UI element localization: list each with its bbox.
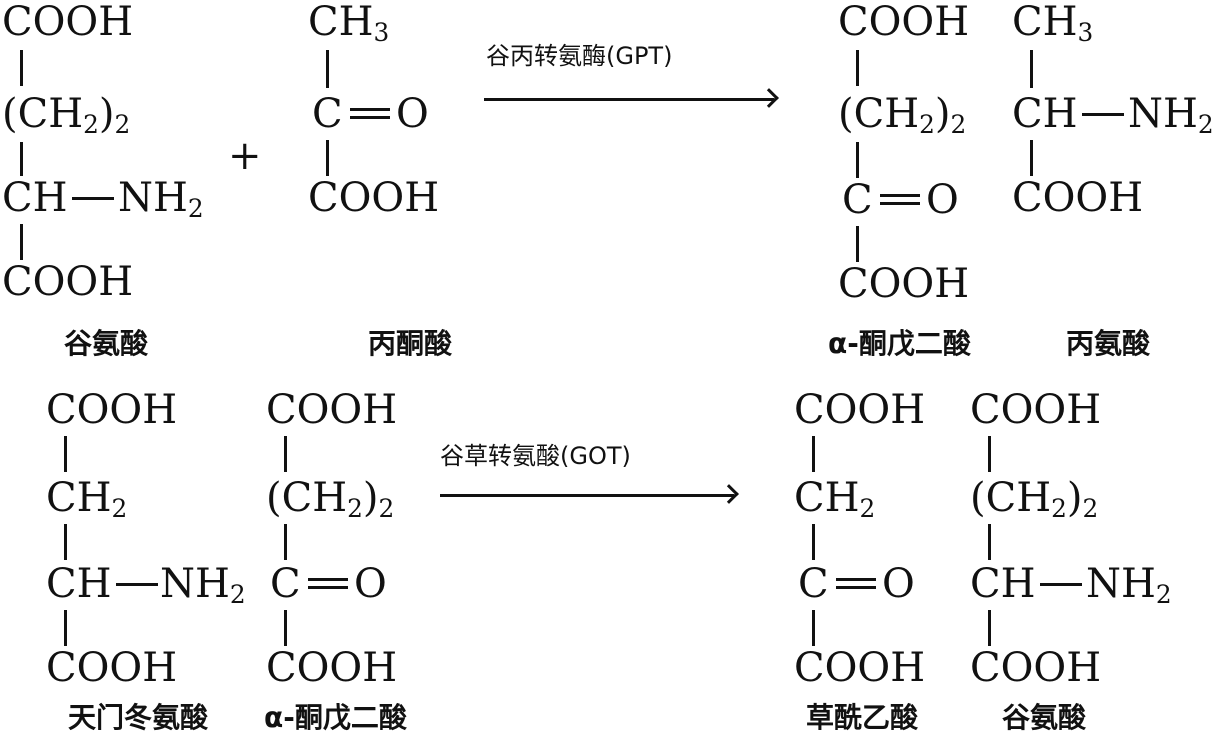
r2a-top-cooh: COOH — [46, 387, 178, 433]
r2d-bond-2 — [988, 524, 991, 560]
r1a-bond-1 — [20, 50, 23, 86]
r2a-bond-1 — [64, 436, 67, 472]
r2a-label: 天门冬氨酸 — [68, 701, 209, 734]
r1b-o: O — [396, 91, 429, 137]
r1a-top-cooh: COOH — [2, 0, 134, 45]
r1a-bond-3 — [20, 224, 23, 260]
r2b-label: α-酮戊二酸 — [264, 701, 407, 734]
r1d-bond-1 — [1030, 50, 1033, 88]
r2b-c: C — [270, 561, 301, 607]
r2a-bond-3 — [64, 610, 67, 646]
r2b-bond-1 — [284, 436, 287, 472]
r2b-bond-3 — [284, 610, 287, 646]
r2-arrow — [440, 494, 734, 497]
r1-arrow — [484, 98, 774, 101]
r1c-ch2-group: (CH2)2 — [838, 91, 967, 140]
r1d-cooh: COOH — [1012, 175, 1144, 221]
r2c-bottom-cooh: COOH — [794, 645, 926, 691]
r2c-double-bond — [836, 578, 876, 589]
r1c-top-cooh: COOH — [838, 0, 970, 45]
r1c-bond-2 — [856, 142, 859, 178]
r2d-top-cooh: COOH — [970, 387, 1102, 433]
r2d-ch: CH — [970, 561, 1036, 607]
r2c-bond-2 — [812, 524, 815, 560]
r2a-bottom-cooh: COOH — [46, 645, 178, 691]
r2d-nh-bond — [1040, 583, 1082, 586]
r1c-label: α-酮戊二酸 — [828, 327, 971, 360]
r2b-double-bond — [308, 578, 348, 589]
r1c-o: O — [926, 177, 959, 223]
r2a-ch2: CH2 — [46, 475, 128, 524]
r2-enzyme-label: 谷草转氨酸(GOT) — [440, 442, 631, 470]
r1a-nh-bond — [72, 197, 114, 200]
r1-enzyme-label: 谷丙转氨酶(GPT) — [486, 42, 673, 70]
r1d-nh-bond — [1082, 113, 1124, 116]
r2c-label: 草酰乙酸 — [806, 701, 919, 734]
r2b-bond-2 — [284, 524, 287, 560]
r1d-bond-2 — [1030, 140, 1033, 176]
r1c-bond-3 — [856, 226, 859, 262]
r1b-cooh: COOH — [308, 175, 440, 221]
r1b-ch3: CH3 — [308, 0, 390, 48]
r2d-bond-1 — [988, 436, 991, 472]
r2b-o: O — [354, 561, 387, 607]
r2c-top-cooh: COOH — [794, 387, 926, 433]
r1b-label: 丙酮酸 — [368, 327, 453, 360]
r2d-bond-3 — [988, 610, 991, 646]
r2c-o: O — [882, 561, 915, 607]
r2d-ch2-group: (CH2)2 — [970, 475, 1099, 524]
r1a-bond-2 — [20, 142, 23, 176]
r1d-nh2: NH2 — [1128, 91, 1214, 140]
plus-sign: + — [228, 133, 262, 179]
r1c-bottom-cooh: COOH — [838, 261, 970, 307]
r1d-ch3: CH3 — [1012, 0, 1094, 48]
r1b-bond-1 — [326, 50, 329, 88]
r1b-c: C — [312, 91, 343, 137]
r2d-bottom-cooh: COOH — [970, 645, 1102, 691]
r1b-double-bond — [350, 108, 390, 119]
r2d-nh2: NH2 — [1086, 561, 1172, 610]
r1c-double-bond — [880, 194, 920, 205]
r2b-top-cooh: COOH — [266, 387, 398, 433]
r2c-bond-1 — [812, 436, 815, 472]
r1d-label: 丙氨酸 — [1066, 327, 1151, 360]
r2c-bond-3 — [812, 610, 815, 646]
r2a-bond-2 — [64, 524, 67, 560]
r2b-bottom-cooh: COOH — [266, 645, 398, 691]
r1a-ch2-group: (CH2)2 — [2, 91, 131, 140]
r2a-nh-bond — [116, 583, 158, 586]
r2c-c: C — [798, 561, 829, 607]
r2a-nh2: NH2 — [160, 561, 246, 610]
r1a-label: 谷氨酸 — [64, 327, 149, 360]
r1a-ch: CH — [2, 175, 68, 221]
r1a-bottom-cooh: COOH — [2, 259, 134, 305]
r1b-bond-2 — [326, 140, 329, 176]
r1c-c: C — [842, 177, 873, 223]
r2d-label: 谷氨酸 — [1002, 701, 1087, 734]
r1d-ch: CH — [1012, 91, 1078, 137]
r2c-ch2: CH2 — [794, 475, 876, 524]
r2a-ch: CH — [46, 561, 112, 607]
r1c-bond-1 — [856, 50, 859, 86]
r2b-ch2-group: (CH2)2 — [266, 475, 395, 524]
r1a-nh2: NH2 — [118, 175, 204, 224]
